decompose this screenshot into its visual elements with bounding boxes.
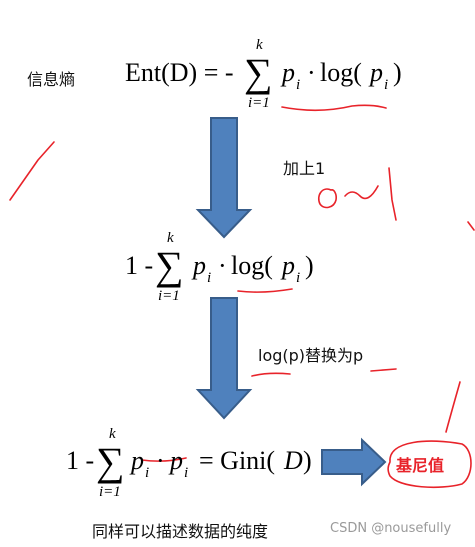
formula3-dot: · <box>156 446 165 475</box>
underline-formula1 <box>281 104 387 112</box>
formula1-sub: i <box>296 77 301 93</box>
formula1-p-inner: p <box>370 58 383 87</box>
underline-log-p <box>251 372 291 377</box>
formula2-log: log( <box>231 251 273 280</box>
formula3-close: ) <box>303 446 312 475</box>
formula3-gini: = Gini( <box>199 446 276 475</box>
underline-formula3 <box>141 457 187 462</box>
formula1-lower-limit: i=1 <box>248 95 270 111</box>
formula1-close: ) <box>393 58 402 87</box>
formula2-p: p <box>193 251 206 280</box>
left-slash-scribble <box>9 141 55 201</box>
formula1-p: p <box>282 58 295 87</box>
watermark: CSDN @nousefully <box>330 521 452 536</box>
formula1-sum-symbol: ∑ <box>244 50 273 95</box>
formula2-lower-limit: i=1 <box>158 288 180 304</box>
entropy-label: 信息熵 <box>27 70 76 89</box>
formula3-lower-limit: i=1 <box>99 484 121 500</box>
formula2-lead: 1 - <box>125 251 154 280</box>
formula2-upper-limit: k <box>167 230 174 246</box>
formula3-lead: 1 - <box>66 446 95 475</box>
formula2-sub: i <box>207 270 212 286</box>
underline-formula2 <box>237 288 293 293</box>
formula1-dot: · <box>307 58 316 87</box>
formula3-sub2: i <box>184 465 189 481</box>
handwritten-annotations <box>9 104 475 489</box>
formula2-sub-inner: i <box>296 270 301 286</box>
add-one-label: 加上1 <box>283 159 326 178</box>
formula2-p-inner: p <box>282 251 295 280</box>
gini-tag-label: 基尼值 <box>396 456 445 475</box>
edge-mark <box>467 221 475 231</box>
wave-scribble <box>344 185 379 200</box>
formula3-sum-symbol: ∑ <box>96 439 125 484</box>
formula2-dot: · <box>218 251 227 280</box>
replace-label: log(p)替换为p <box>258 346 364 365</box>
formula3-d: D <box>284 446 303 475</box>
right-arrow <box>321 437 387 487</box>
right-curve-scribble <box>445 381 461 433</box>
formula3-sub: i <box>145 465 150 481</box>
caption: 同样可以描述数据的纯度 <box>92 522 269 541</box>
formula3-p: p <box>131 446 144 475</box>
down-arrow-1 <box>195 117 253 239</box>
down-arrow-2 <box>195 297 253 420</box>
formula1-sub-inner: i <box>384 77 389 93</box>
gini-tag-outline <box>387 440 472 489</box>
circle-scribble <box>317 188 337 209</box>
underline-p <box>370 368 397 372</box>
formula3-p2: p <box>170 446 183 475</box>
formula2-close: ) <box>305 251 314 280</box>
formula1-log: log( <box>320 58 362 87</box>
tick-scribble <box>388 167 397 221</box>
formula1-upper-limit: k <box>256 37 263 53</box>
formula2-sum-symbol: ∑ <box>155 243 184 288</box>
formula3-upper-limit: k <box>109 426 116 442</box>
formula1-lhs: Ent(D) = - <box>125 58 234 87</box>
